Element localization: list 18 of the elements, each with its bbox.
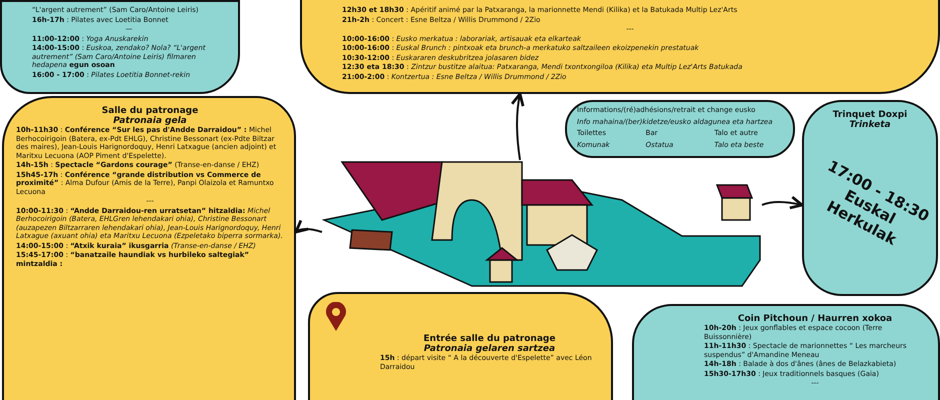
arrow: [510, 92, 525, 160]
venue-bubble: [802, 100, 938, 296]
bubble-subtitle: Trinketa: [848, 120, 892, 130]
bubble-title: Trinquet Doxpi: [832, 110, 908, 120]
bubble-title: Coin Pitchoun / Haurren xokoa: [736, 314, 894, 324]
bubble-title: Entrée salle du patronage: [422, 334, 556, 344]
festival-map-drawing: [322, 160, 762, 288]
schedule-bubble: [0, 0, 240, 94]
arrow: [762, 196, 804, 210]
info-bubble: [565, 100, 795, 158]
schedule-bubble: [308, 292, 613, 400]
schedule-bubble: [300, 0, 940, 94]
bubble-subtitle: Patronaia gelaren sartzea: [422, 344, 556, 354]
bubble-subtitle: Patronaia gela: [112, 116, 188, 126]
arrow: [294, 219, 322, 234]
schedule-bubble: [2, 96, 296, 400]
bubble-title: Salle du patronage: [100, 106, 200, 116]
schedule-bubble: [632, 304, 940, 400]
